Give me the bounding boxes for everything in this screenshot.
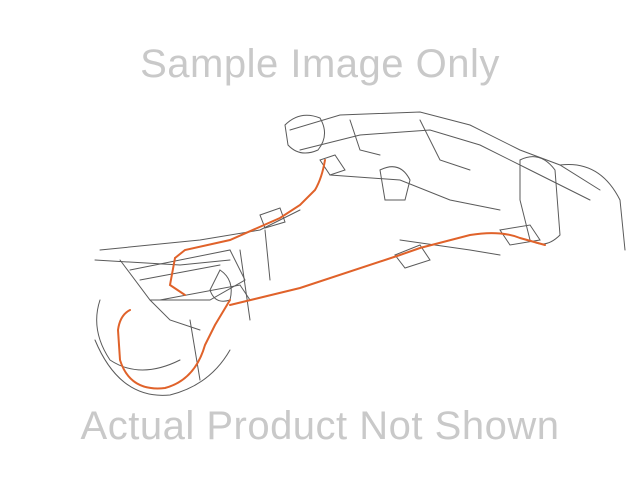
- sample-image-label: Sample Image Only: [140, 42, 500, 86]
- product-not-shown-label: Actual Product Not Shown: [80, 404, 560, 448]
- brake-line: [116, 159, 546, 390]
- chassis-sketch: [94, 111, 626, 396]
